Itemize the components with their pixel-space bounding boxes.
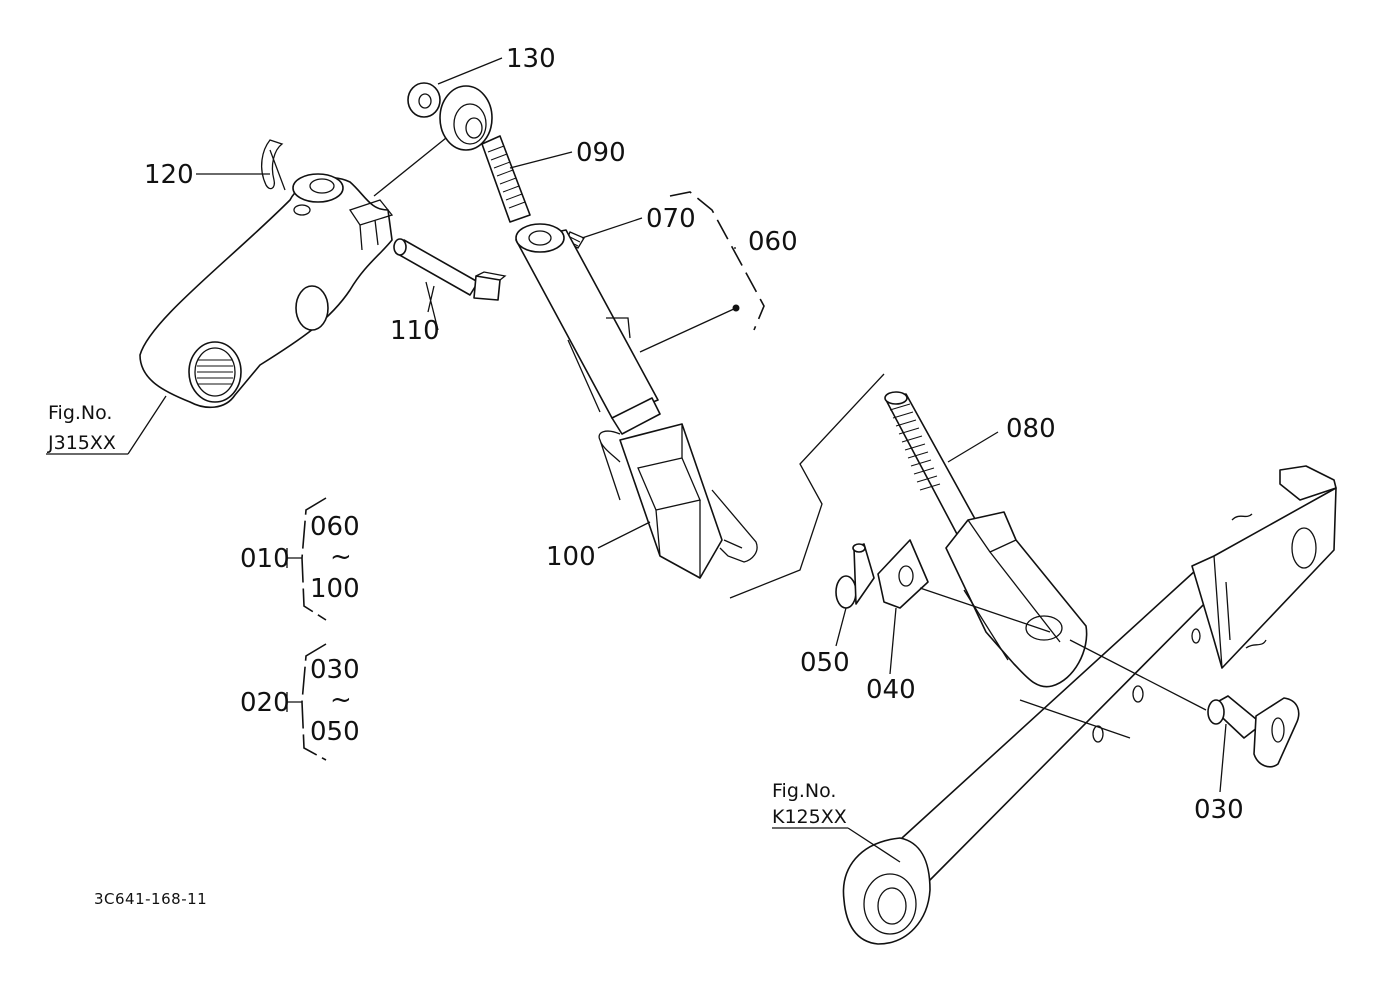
assembly-tilde: ~ xyxy=(330,542,352,572)
pin-030 xyxy=(1207,695,1300,768)
assembly-to: 100 xyxy=(310,574,360,604)
washer-130 xyxy=(407,82,441,118)
callout-060: 060 xyxy=(748,227,798,257)
callout-120: 120 xyxy=(144,160,194,190)
lower-link xyxy=(842,465,1337,945)
assembly-010: 010 060 ~ 100 xyxy=(240,497,360,621)
rod-080 xyxy=(884,391,1088,688)
leader-lines xyxy=(46,57,1227,863)
fig-ref-lower-label: Fig.No. xyxy=(772,780,836,802)
callout-110: 110 xyxy=(390,316,440,346)
assembly-id: 010 xyxy=(240,544,290,574)
assembly-from: 060 xyxy=(310,512,360,542)
callout-130: 130 xyxy=(506,44,556,74)
fig-ref-upper-label: Fig.No. xyxy=(48,402,112,424)
fig-ref-upper-code: J315XX xyxy=(47,432,116,454)
group-bracket-060 xyxy=(669,191,765,331)
callout-080: 080 xyxy=(1006,414,1056,444)
callout-070: 070 xyxy=(646,204,696,234)
fig-ref-lower-code: K125XX xyxy=(772,806,847,828)
lift-arm xyxy=(139,173,394,409)
housing-100 xyxy=(598,423,758,579)
assembly-to: 050 xyxy=(310,717,360,747)
pin-050 xyxy=(835,543,875,609)
assembly-id: 020 xyxy=(240,688,290,718)
ball-joint-090 xyxy=(439,85,531,223)
drawing-code: 3C641-168-11 xyxy=(94,890,207,908)
tube-060 xyxy=(515,223,661,435)
callout-050: 050 xyxy=(800,648,850,678)
callout-030: 030 xyxy=(1194,795,1244,825)
callout-090: 090 xyxy=(576,138,626,168)
assembly-020: 020 030 ~ 050 xyxy=(240,643,360,761)
snap-pin-120 xyxy=(260,139,286,191)
pin-110 xyxy=(393,238,507,301)
assembly-tilde: ~ xyxy=(330,685,352,715)
plate-040 xyxy=(877,539,929,609)
callout-040: 040 xyxy=(866,675,916,705)
assembly-from: 030 xyxy=(310,655,360,685)
callout-100: 100 xyxy=(546,542,596,572)
